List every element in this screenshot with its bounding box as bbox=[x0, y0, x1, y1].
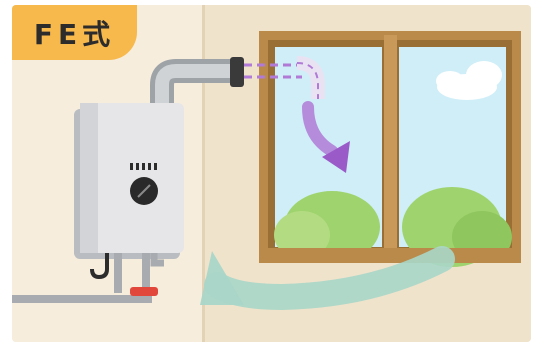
window-sill bbox=[259, 248, 521, 263]
gas-supply-pipe bbox=[12, 295, 152, 303]
illustration-drawing bbox=[12, 5, 531, 342]
gas-valve bbox=[130, 287, 158, 296]
heater-side bbox=[80, 103, 98, 253]
window-mullion bbox=[384, 35, 397, 257]
pipe-left bbox=[114, 253, 122, 293]
duct-wall-collar bbox=[230, 57, 244, 87]
water-heater-icon bbox=[12, 103, 184, 303]
illustration-frame: FE式 bbox=[12, 5, 531, 342]
